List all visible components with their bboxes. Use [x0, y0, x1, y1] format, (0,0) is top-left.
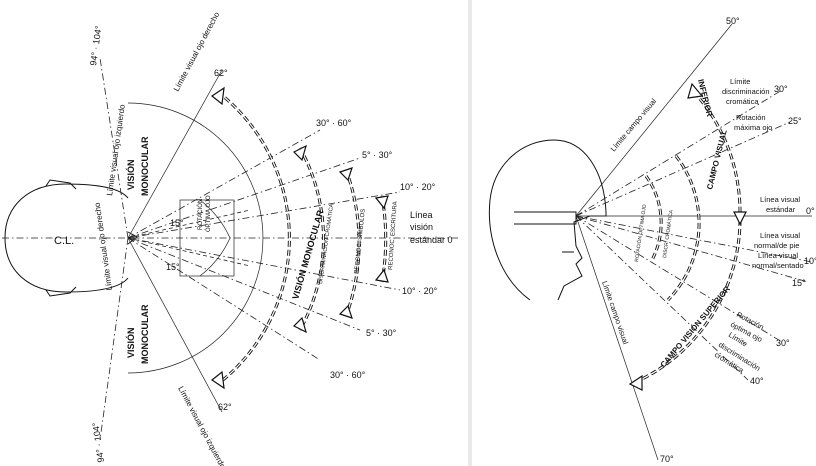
- angle-62-bottom: 62°: [218, 402, 232, 412]
- angle-bottom-label: 94° · 104°: [90, 421, 106, 463]
- line-62-bottom: [127, 237, 223, 413]
- ray-40: [575, 215, 749, 381]
- eye-box: [514, 211, 577, 225]
- arrow-20-bottom: [374, 268, 389, 283]
- arrow-30-top: [338, 167, 353, 182]
- ray-50: [575, 23, 733, 217]
- angle-5-30-top: 5° · 30°: [362, 150, 393, 160]
- line-15-top: [127, 209, 251, 239]
- std-2: estándar: [766, 205, 796, 214]
- angle-70: 70°: [660, 454, 674, 464]
- arrow-60-top: [292, 144, 307, 162]
- mono-bottom-line1: VISIÓN: [125, 327, 136, 358]
- line-62-top: [127, 69, 223, 239]
- center-line-label: C.L.: [54, 235, 74, 247]
- line-20-top: [127, 191, 401, 239]
- arrow-62-bottom: [210, 370, 225, 390]
- angle-50: 50°: [726, 16, 740, 26]
- arrow-60-bottom: [292, 316, 307, 334]
- rotation-arc: [199, 199, 231, 277]
- arrow-62-top: [210, 86, 225, 106]
- angle-15: 15°: [792, 278, 806, 288]
- nose: [127, 231, 138, 245]
- deg15-top: 15°: [170, 218, 184, 228]
- rotation-box: [179, 199, 235, 277]
- normal-stand-1: Línea visual: [760, 231, 800, 240]
- angle-10-20-bottom: 10° · 20°: [402, 286, 438, 296]
- angle-30-down: 30°: [776, 338, 790, 348]
- rotation-label-2: ÓPTIMA OJO: [205, 195, 212, 232]
- arrow-up-head: [687, 82, 704, 99]
- inferior-label: INFERIOR: [696, 78, 714, 117]
- line-20-bottom: [127, 237, 401, 291]
- angle-30-up: 30°: [774, 84, 788, 94]
- angle-40: 40°: [750, 376, 764, 386]
- vertical-field-svg: 50° 30° 25° 0° 10° 15° 30° 40° 70° Límit…: [488, 16, 816, 464]
- discrim-up-3: cromática: [726, 97, 759, 106]
- writing-arc-label: RECONOC. ESCRITURA: [388, 201, 399, 270]
- ray-30-down: [575, 215, 783, 343]
- arrow-mid-head: [733, 211, 747, 226]
- arrow-20-top: [374, 195, 389, 210]
- symbols-arc-label: RECONOC. SÍMBOLOS: [353, 208, 367, 274]
- ray-15: [575, 215, 809, 283]
- vertical-visual-field-diagram: 50° 30° 25° 0° 10° 15° 30° 40° 70° Límit…: [472, 0, 816, 466]
- angle-0: 0°: [806, 206, 815, 216]
- angle-10: 10°: [804, 256, 816, 266]
- horizontal-visual-field-diagram: C.L. ROTACIÓN ÓPTIMA OJO 15° 15° 94° · 1…: [2, 10, 458, 466]
- discrim-up-2: discriminación: [722, 87, 770, 96]
- limit-bottom-label: Límite campo visual: [600, 280, 630, 346]
- line-60-bottom: [127, 237, 321, 361]
- normal-stand-2: normal/de pie: [754, 241, 799, 250]
- outer-arc: [127, 102, 264, 374]
- angle-30-60-bottom: 30° · 60°: [330, 370, 366, 380]
- linea-vision-line1: Línea: [410, 210, 433, 220]
- ray-70: [575, 215, 659, 461]
- head-profile: [488, 139, 607, 301]
- angle-30-60-top: 30° · 60°: [316, 118, 352, 128]
- discrim-chain-arc: [666, 155, 701, 302]
- line-94-bottom: [99, 237, 129, 441]
- rot-up-1: Rotación: [736, 113, 766, 122]
- rotation-label-1: ROTACIÓN: [197, 199, 204, 230]
- limit-right-eye-label: Límite visual ojo derecho: [93, 202, 114, 291]
- line-94-top: [99, 57, 129, 239]
- mono-bottom-line2: MONOCULAR: [140, 304, 150, 364]
- mono-top-line1: VISIÓN: [125, 159, 136, 190]
- linea-vision-line3: estándar 0: [410, 235, 453, 245]
- rot-up-2: máxima ojo: [734, 123, 772, 132]
- angle-top-label: 94° · 104°: [88, 25, 104, 67]
- std-1: Línea visual: [760, 195, 800, 204]
- discrim-up-1: Límite: [730, 77, 750, 86]
- left-ear-top: [45, 179, 77, 190]
- limit-right-eye-inner: Límite visual ojo derecho: [172, 10, 222, 93]
- normal-sit-1: Línea visual: [758, 251, 798, 260]
- ray-10: [575, 215, 813, 263]
- panel-divider: [468, 0, 472, 466]
- angle-25: 25°: [788, 116, 802, 126]
- angle-62-top: 62°: [214, 68, 228, 78]
- vision-monocular-arc-label: VISIÓN MONOCULAR: [289, 208, 325, 300]
- limit-left-eye-label: Límite visual ojo izquierdo: [105, 103, 127, 196]
- linea-vision-line2: visión: [410, 222, 433, 232]
- line-15-bottom: [127, 237, 251, 267]
- angle-5-30-bottom: 5° · 30°: [366, 328, 397, 338]
- arrow-down-head: [628, 374, 643, 391]
- line-30-bottom: [127, 237, 361, 331]
- ray-30-up: [575, 89, 783, 217]
- angle-10-20-top: 10° · 20°: [400, 182, 436, 192]
- mono-top-line2: MONOCULAR: [140, 136, 150, 196]
- deg15-bottom: 15°: [166, 262, 180, 272]
- arrow-30-bottom: [338, 304, 353, 319]
- horizontal-field-svg: C.L. ROTACIÓN ÓPTIMA OJO 15° 15° 94° · 1…: [2, 10, 458, 466]
- campo-visual-label: CAMPO VISUAL: [705, 129, 729, 191]
- limit-left-eye-inner: Límite visual ojo izquierdo: [176, 385, 227, 466]
- normal-sit-2: normal/sentado: [752, 261, 804, 270]
- line-30-top: [127, 157, 361, 239]
- left-ear-bottom: [45, 286, 77, 297]
